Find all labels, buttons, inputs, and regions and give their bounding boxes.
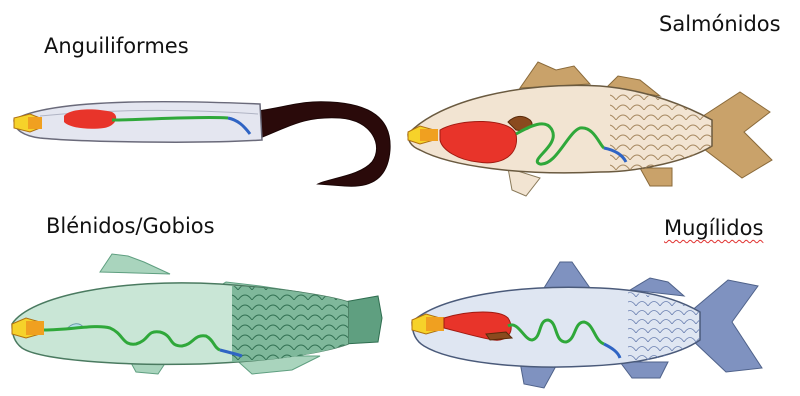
salmon-dorsal-fin [520, 62, 590, 88]
eel-tail [250, 102, 390, 187]
mullet-tail [690, 280, 762, 372]
eel-stomach [64, 109, 116, 128]
salmon-diagram [408, 62, 772, 196]
mullet-anal-fin [620, 362, 668, 378]
goby-diagram [12, 254, 382, 374]
mullet-diagram [412, 262, 762, 388]
eel-diagram [14, 102, 390, 187]
mullet-dorsal-fin-1 [544, 262, 590, 288]
goby-dorsal-fin-1 [100, 254, 170, 274]
mullet-scales [628, 292, 700, 364]
salmon-anal-fin [640, 168, 672, 186]
goby-tail [344, 296, 382, 344]
eel-body [14, 102, 262, 142]
